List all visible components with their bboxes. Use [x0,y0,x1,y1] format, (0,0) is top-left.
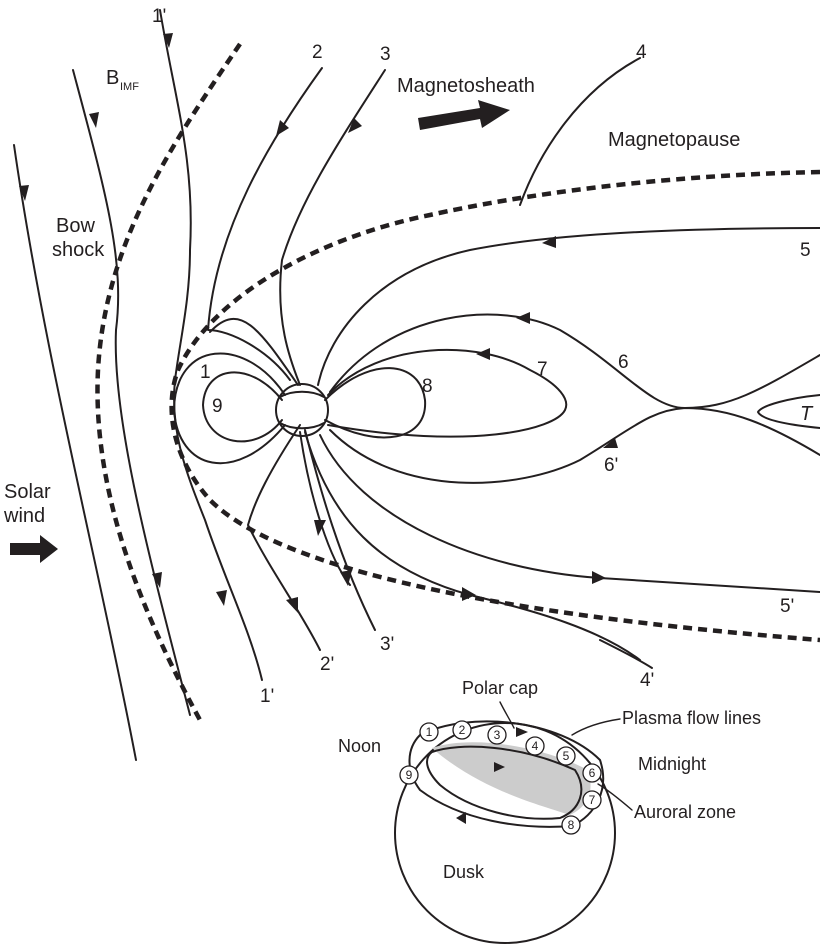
label-line-3p: 3' [380,634,394,655]
open-line-b [305,432,640,660]
label-line-3: 3 [380,44,391,65]
label-magnetopause: Magnetopause [608,129,740,151]
earth-equator-top [280,392,324,397]
magnetopause-curve [172,172,820,640]
svg-text:6: 6 [589,766,596,780]
field-line-2p [248,425,320,650]
bow-shock-curve [97,44,240,720]
label-tail: T [800,403,814,425]
arrowhead-imf-b [89,112,99,128]
open-line-c [300,432,350,585]
label-plasma-flow-lines: Plasma flow lines [622,708,761,728]
label-auroral-zone: Auroral zone [634,802,736,822]
svg-text:2: 2 [459,723,466,737]
ionosphere-point-2: 2 [453,721,471,739]
label-dusk: Dusk [443,862,485,882]
label-line-2p: 2' [320,654,334,675]
label-line-5p: 5' [780,596,794,617]
ionosphere-point-7: 7 [583,791,601,809]
field-line-5p [320,435,820,592]
label-line-1: 1 [200,362,211,383]
label-line-5: 5 [800,240,811,261]
label-line-6p: 6' [604,455,618,476]
label-line-2: 2 [312,42,323,63]
label-solar: Solar [4,481,51,503]
label-magnetosheath: Magnetosheath [397,75,535,97]
svg-text:4: 4 [532,739,539,753]
label-line-4: 4 [636,42,647,63]
leader-polar-cap [500,702,514,728]
solar-wind-arrow [10,535,58,563]
field-line-6p [330,408,820,483]
field-line-5 [318,228,820,385]
label-line-1p-bottom: 1' [260,686,274,707]
svg-text:8: 8 [568,818,575,832]
arrowhead-6p [603,438,618,448]
svg-text:7: 7 [589,793,596,807]
imf-line-1p [160,10,262,680]
label-line-4p: 4' [640,670,654,691]
ionosphere-point-9: 9 [400,766,418,784]
leader-plasma-flow [572,719,620,735]
arrowhead-5p [592,571,606,584]
ionosphere-point-1: 1 [420,723,438,741]
arrowhead-1p-low [216,590,227,606]
field-line-6 [330,315,820,408]
label-bow: Bow [56,215,95,237]
arrowhead-2p [286,597,298,613]
label-polar-cap: Polar cap [462,678,538,698]
label-line-1p-top: 1' [152,6,166,27]
label-wind: wind [3,505,45,527]
label-midnight: Midnight [638,754,706,774]
label-b-imf: B [106,67,119,89]
label-line-9: 9 [212,396,223,417]
leader-auroral-zone [598,784,632,810]
magnetosheath-arrow [418,100,510,130]
arrowhead-open-b [462,587,476,601]
ionosphere-point-5: 5 [557,747,575,765]
arrowhead-6 [516,312,530,324]
arrowhead-open-c [340,570,352,586]
field-line-3p [305,430,375,630]
field-line-2 [208,68,322,380]
svg-text:5: 5 [563,749,570,763]
label-line-6: 6 [618,352,629,373]
field-line-4p [600,640,652,668]
label-line-7: 7 [537,359,548,380]
label-shock: shock [52,239,105,261]
svg-text:3: 3 [494,728,501,742]
field-line-1-loop [174,353,285,463]
arrowhead-2 [276,120,289,136]
imf-line-outer [14,145,136,760]
ionosphere-point-6: 6 [583,764,601,782]
field-line-7 [328,350,566,437]
label-line-8: 8 [422,376,433,397]
label-noon: Noon [338,736,381,756]
flow-arrow-upper [516,727,528,737]
svg-text:1: 1 [426,725,433,739]
earth-equator-bot [280,423,324,428]
flow-arrow-bottom [456,812,466,824]
ionosphere-point-3: 3 [488,726,506,744]
arrowhead-7 [476,348,490,360]
ionosphere-point-4: 4 [526,737,544,755]
field-line-3 [280,70,385,385]
svg-text:9: 9 [406,768,413,782]
label-b-imf-sub: IMF [120,81,139,93]
ionosphere-point-8: 8 [562,816,580,834]
